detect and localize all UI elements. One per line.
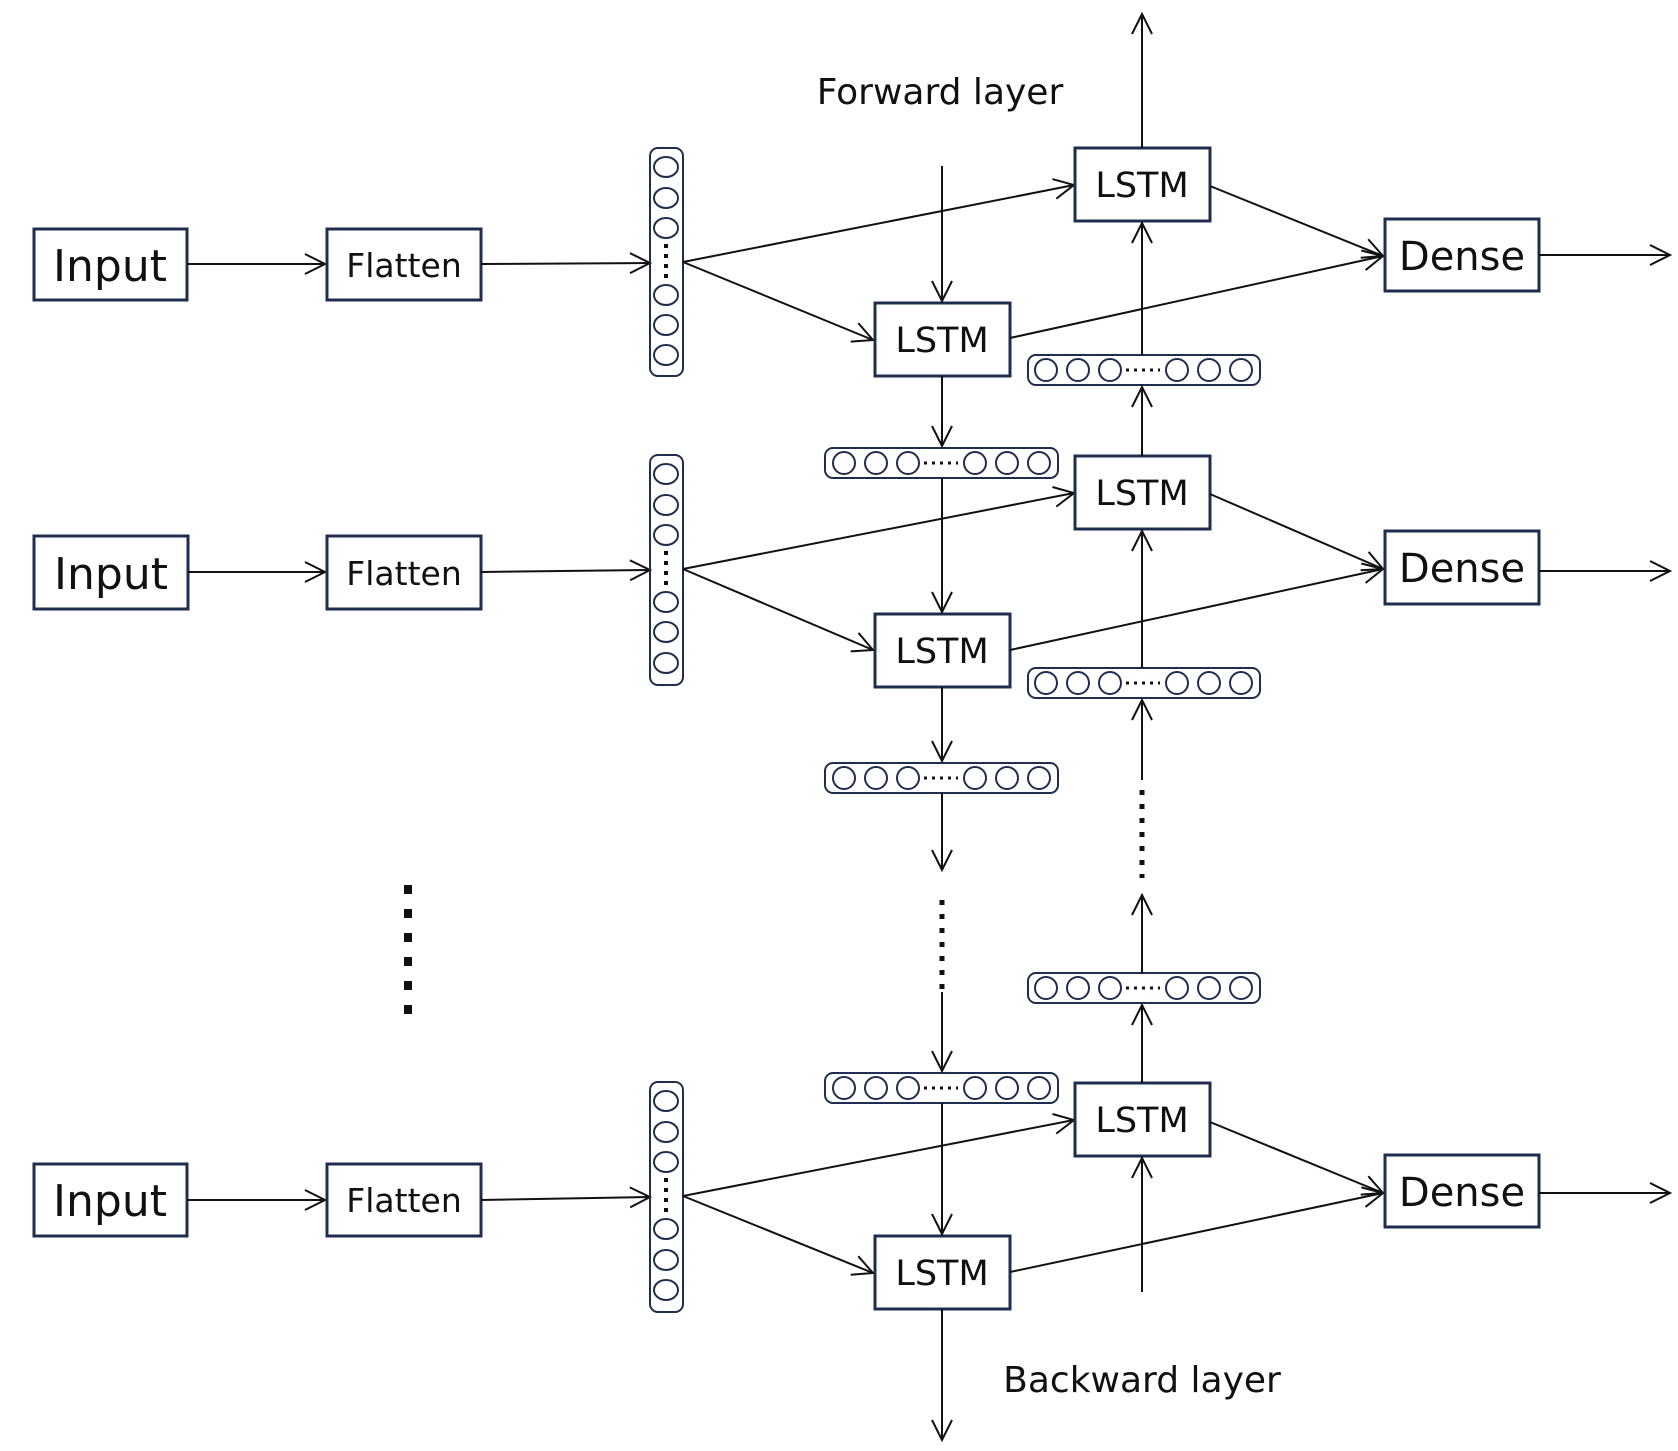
backward-lstm-label: LSTM — [895, 321, 988, 361]
forward-lstm-label: LSTM — [1095, 1101, 1188, 1141]
forward-layer-label: Forward layer — [817, 72, 1064, 113]
dense-box — [1383, 529, 1541, 606]
vector-to-backward-lstm-arrow — [682, 261, 873, 340]
backward-lstm-label: LSTM — [895, 1254, 988, 1294]
vector-to-forward-lstm-arrow — [682, 185, 1074, 263]
flatten-to-vector-arrow — [480, 570, 650, 572]
dense-label: Dense — [1399, 234, 1525, 280]
flatten-label: Flatten — [346, 554, 461, 593]
backward-lstm-to-dense-arrow — [1009, 1193, 1383, 1273]
input-label: Input — [54, 549, 168, 600]
row-2: Input Flatten LSTM LSTM Dense — [32, 454, 1670, 689]
backward-lstm-to-dense-arrow — [1009, 569, 1383, 651]
flatten-to-vector-arrow — [480, 263, 650, 264]
dense-box — [1383, 1153, 1541, 1229]
vector-to-forward-lstm-arrow — [682, 493, 1074, 570]
forward-lstm-to-dense-arrow — [1209, 493, 1383, 569]
forward-hidden-vector — [1027, 972, 1261, 1004]
backward-layer-label: Backward layer — [1003, 1360, 1281, 1401]
flatten-box — [325, 534, 483, 611]
row-1: Input Flatten LSTM LSTM Dense — [32, 146, 1670, 378]
backward-hidden-vector — [824, 762, 1059, 794]
hidden-state-vectors — [824, 354, 1261, 1104]
flatten-label: Flatten — [346, 246, 461, 285]
dense-label: Dense — [1399, 546, 1525, 592]
feature-vector — [649, 1081, 684, 1313]
forward-lstm-label: LSTM — [1095, 474, 1188, 514]
input-label: Input — [53, 241, 167, 292]
row-3: Input Flatten LSTM LSTM Dense — [32, 1081, 1670, 1313]
backward-hidden-vector — [824, 1072, 1059, 1104]
backward-lstm-to-dense-arrow — [1009, 256, 1383, 339]
dense-label: Dense — [1399, 1170, 1525, 1216]
flatten-box — [325, 227, 483, 302]
vector-to-forward-lstm-arrow — [682, 1120, 1074, 1197]
input-label: Input — [53, 1176, 167, 1227]
forward-lstm-to-dense-arrow — [1209, 185, 1383, 256]
forward-lstm-label: LSTM — [1095, 166, 1188, 206]
flatten-label: Flatten — [346, 1181, 461, 1220]
forward-lstm-to-dense-arrow — [1209, 1121, 1383, 1193]
forward-hidden-vector — [1027, 354, 1261, 386]
vector-to-backward-lstm-arrow — [682, 568, 873, 650]
backward-hidden-vector — [824, 447, 1059, 479]
vector-to-backward-lstm-arrow — [682, 1195, 873, 1273]
flatten-to-vector-arrow — [480, 1197, 650, 1200]
backward-lstm-label: LSTM — [895, 632, 988, 672]
feature-vector — [649, 454, 684, 686]
feature-vector — [649, 147, 684, 377]
forward-hidden-vector — [1027, 667, 1261, 699]
